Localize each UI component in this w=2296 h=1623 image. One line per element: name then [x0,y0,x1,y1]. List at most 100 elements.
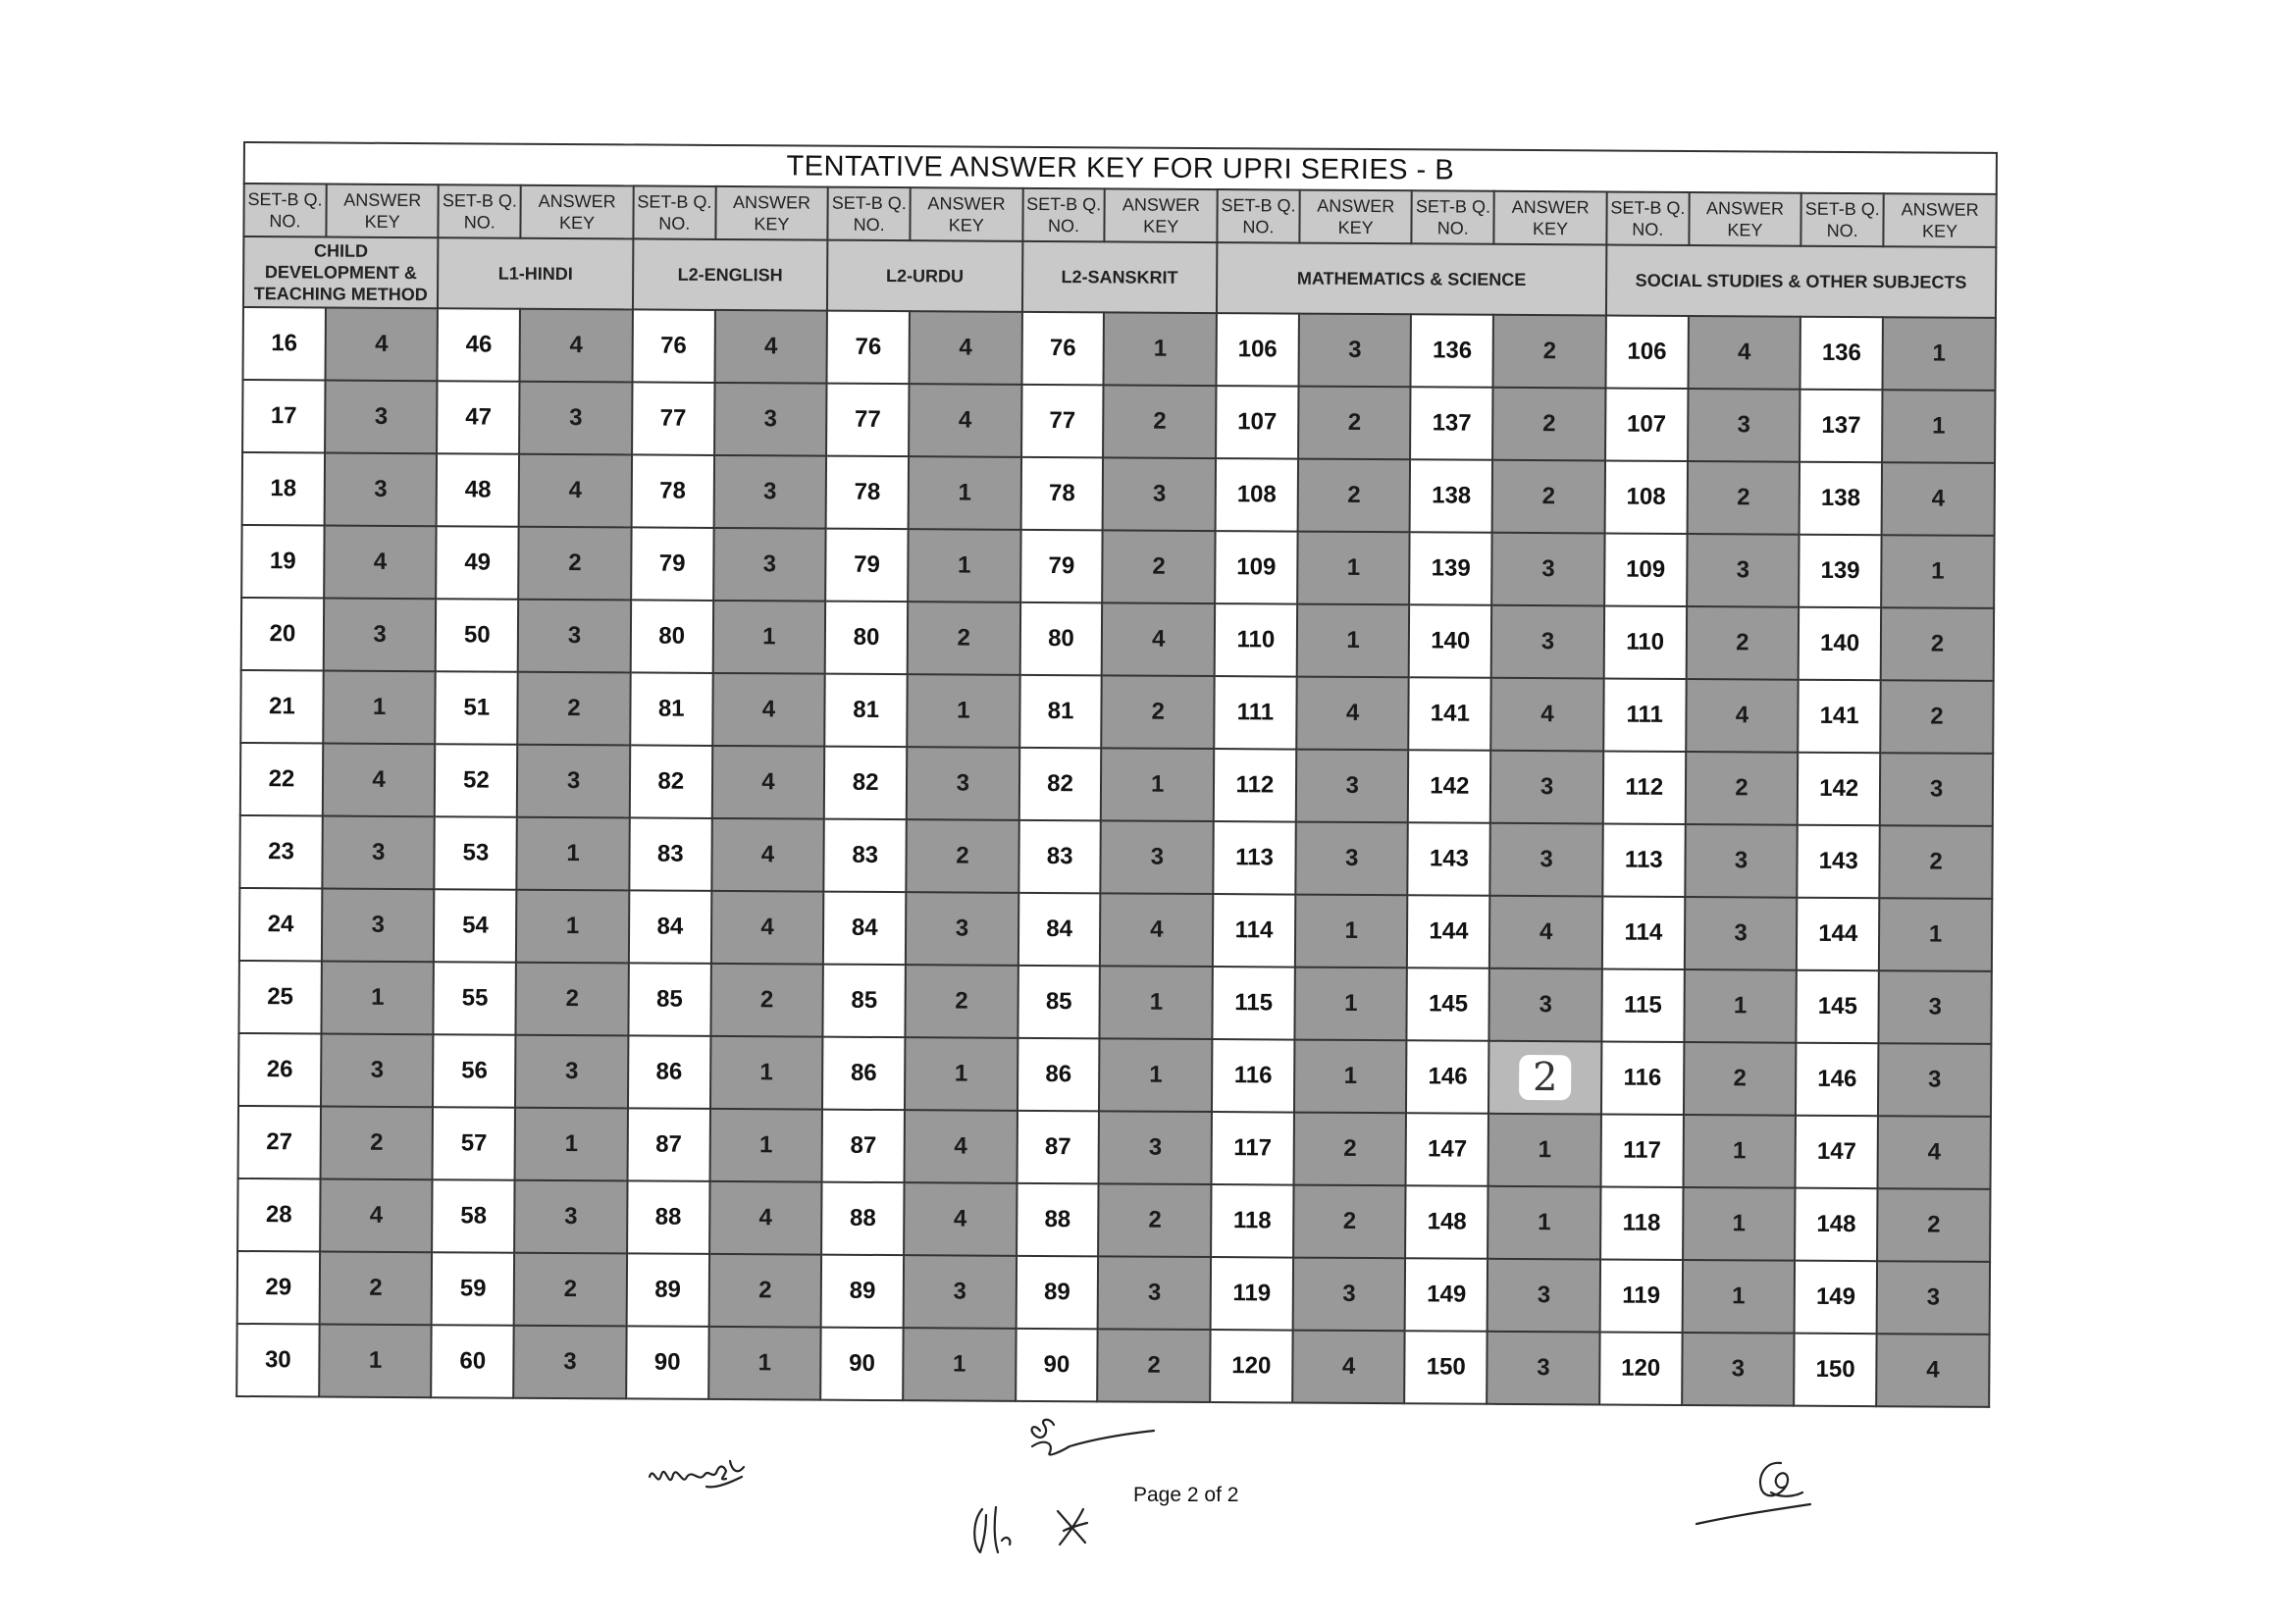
question-number-cell: 85 [822,964,906,1038]
question-number-cell: 50 [436,599,519,672]
answer-key-cell: 1 [1294,894,1408,969]
answer-key-cell: 4 [319,1178,433,1253]
question-number-cell: 120 [1599,1332,1683,1405]
answer-key-cell: 2 [1297,458,1411,533]
question-number-cell: 76 [632,309,715,383]
question-number-cell: 54 [434,889,517,963]
question-number-cell: 88 [1016,1182,1100,1257]
answer-key-cell: 4 [1489,895,1603,969]
question-number-cell: 79 [1019,529,1104,603]
answer-key-cell: 2 [1292,1184,1406,1259]
question-number-cell: 78 [631,454,714,528]
answer-key-cell: 4 [1292,1330,1406,1404]
answer-key-cell: 3 [320,1033,434,1108]
answer-key-cell: 2 [1879,825,1993,899]
initials-2 [1056,1507,1089,1546]
answer-key-cell: 4 [1688,315,1801,390]
answer-key-cell: 1 [1487,1113,1601,1187]
question-number-header: SET-B Q. NO. [1217,189,1300,243]
question-number-cell: 119 [1210,1257,1293,1331]
question-number-cell: 85 [628,963,711,1036]
question-number-cell: 113 [1602,823,1686,897]
answer-key-cell: 1 [1487,1185,1601,1260]
question-number-cell: 89 [626,1253,709,1327]
answer-key-cell: 4 [909,311,1022,385]
answer-key-cell: 2 [710,963,824,1037]
question-number-cell: 87 [821,1109,906,1183]
question-number-cell: 88 [821,1181,905,1256]
answer-key-cell: 3 [1685,823,1799,898]
question-number-cell: 108 [1604,460,1688,534]
answer-key-cell: 3 [1681,1332,1795,1406]
question-number-cell: 77 [1020,384,1104,458]
answer-key-cell: 4 [518,453,632,528]
section-header: SOCIAL STUDIES & OTHER SUBJECTS [1605,244,1997,318]
answer-key-cell: 1 [1882,390,1996,463]
answer-key-cell: 1 [905,1037,1018,1111]
question-number-cell: 21 [240,669,324,744]
question-number-cell: 60 [431,1325,514,1398]
question-number-cell: 89 [1016,1255,1099,1330]
answer-key-cell: 3 [515,1034,629,1109]
answer-key-cell: 4 [322,743,436,817]
question-number-cell: 19 [241,524,325,599]
question-number-cell: 114 [1212,894,1296,968]
question-number-cell: 145 [1406,968,1490,1041]
question-number-cell: 82 [629,745,712,818]
answer-key-cell: 2 [907,602,1020,675]
section-header: MATHEMATICS & SCIENCE [1216,242,1607,316]
question-number-cell: 114 [1601,896,1686,969]
question-number-cell: 58 [432,1179,515,1253]
question-number-cell: 76 [1021,311,1105,386]
question-number-cell: 144 [1407,895,1490,969]
answer-key-cell: 4 [1881,462,1996,536]
question-number-cell: 144 [1797,897,1880,971]
question-number-header: SET-B Q. NO. [243,183,327,237]
answer-key-cell: 1 [707,1326,821,1400]
answer-key-cell: 2 [1880,680,1994,754]
answer-key-cell: 4 [1877,1116,1991,1189]
question-number-cell: 139 [1409,532,1492,605]
answer-key-cell: 4 [708,1180,822,1255]
question-number-cell: 78 [825,455,910,530]
answer-key-cell: 2 [513,1252,627,1327]
question-number-cell: 112 [1213,749,1297,822]
answer-key-cell: 2 [1880,607,1995,681]
question-number-cell: 85 [1018,965,1101,1039]
answer-key-cell: 1 [319,1324,433,1398]
question-number-cell: 25 [238,960,322,1034]
section-header: CHILD DEVELOPMENT & TEACHING METHOD [242,236,439,309]
question-number-cell: 76 [826,310,911,385]
answer-key-cell: 3 [517,599,631,673]
question-number-header: SET-B Q. NO. [1022,187,1106,242]
answer-key-cell: 1 [1293,1039,1407,1114]
answer-key-cell: 2 [1686,605,1800,680]
question-number-header: SET-B Q. NO. [1800,192,1884,247]
answer-key-header: ANSWER KEY [520,184,634,239]
question-number-cell: 53 [434,816,518,890]
signature-2 [1030,1418,1156,1456]
answer-key-cell: 4 [1490,677,1604,752]
answer-key-header: ANSWER KEY [1104,188,1218,243]
question-number-cell: 143 [1797,824,1880,899]
question-number-cell: 141 [1408,677,1491,751]
answer-key-cell: 2 [1293,1112,1407,1186]
question-number-cell: 87 [1017,1110,1100,1184]
answer-key-cell: 2 [319,1251,433,1326]
question-number-cell: 145 [1796,969,1879,1044]
question-number-cell: 140 [1409,604,1492,678]
question-number-cell: 81 [1018,674,1103,749]
question-number-cell: 80 [630,600,713,673]
question-number-cell: 84 [823,891,907,966]
question-number-cell: 86 [627,1035,711,1109]
question-number-header: SET-B Q. NO. [633,185,716,239]
question-number-cell: 140 [1798,606,1882,681]
question-number-cell: 83 [1018,819,1102,894]
question-number-cell: 149 [1794,1260,1878,1335]
question-number-cell: 90 [820,1327,904,1401]
answer-key-header: ANSWER KEY [1689,192,1801,246]
